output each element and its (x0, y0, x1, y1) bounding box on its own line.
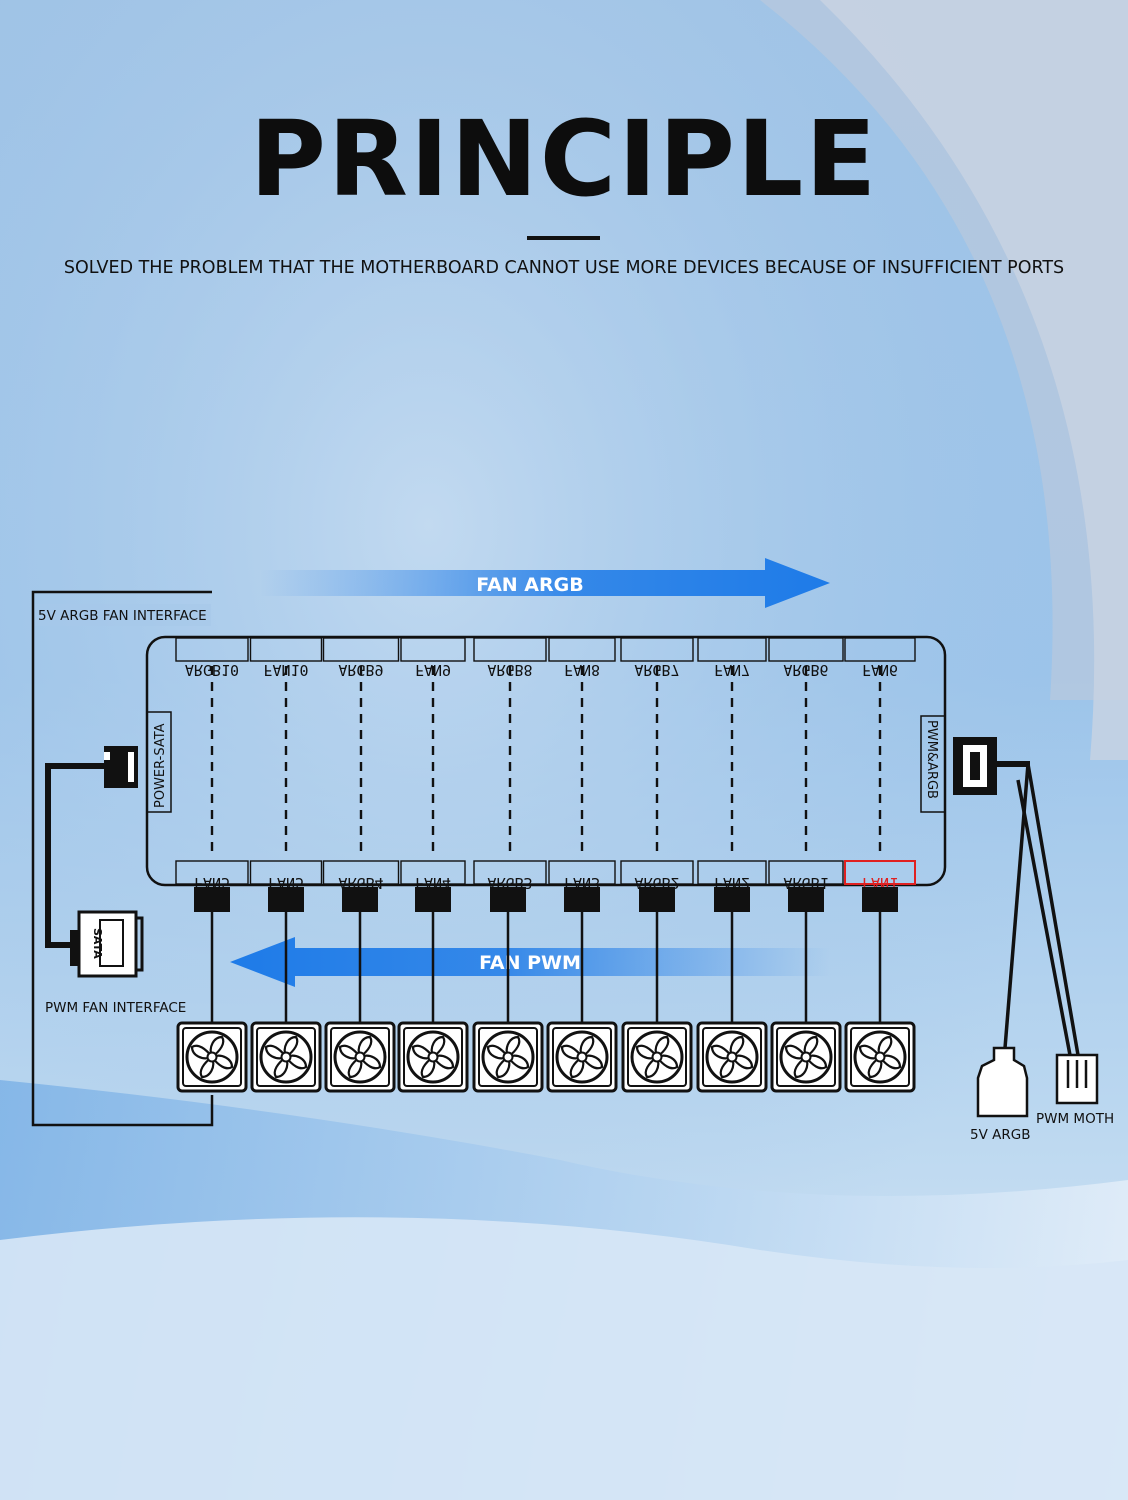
fan-icon (324, 1021, 396, 1093)
title-divider (527, 236, 600, 240)
fan-icon (770, 1021, 842, 1093)
pwm-plug-icon (1055, 1053, 1099, 1105)
fan-pwm-label: FAN PWM (479, 952, 581, 974)
argb-fan-interface-label: 5V ARGB FAN INTERFACE (38, 608, 207, 624)
fan-icon (844, 1021, 916, 1093)
fan-icon (546, 1021, 618, 1093)
fan-connector (788, 887, 824, 912)
fan-unit (546, 887, 618, 1093)
fan-connector (862, 887, 898, 912)
motherboard-cable (953, 737, 1080, 1056)
fan-unit (696, 887, 768, 1093)
fan-unit (324, 887, 396, 1093)
fan-icon (176, 1021, 248, 1093)
fan-connector (268, 887, 304, 912)
fan-argb-arrow: FAN ARGB (260, 558, 830, 608)
pwm-argb-label: PWM&ARGB (924, 720, 939, 799)
fan-icon (397, 1021, 469, 1093)
pwm-argb-box (920, 715, 946, 813)
fan-icon (621, 1021, 693, 1093)
fan-pwm-arrow: FAN PWM (230, 937, 830, 987)
fan-row (176, 887, 916, 1093)
fan-unit (176, 887, 248, 1093)
argb-plug-icon (976, 1046, 1029, 1118)
fan-argb-label: FAN ARGB (476, 574, 583, 596)
fan-connector (342, 887, 378, 912)
page-title: PRINCIPLE (249, 98, 879, 220)
fan-unit (472, 887, 544, 1093)
fan-connector (639, 887, 675, 912)
fan-unit (621, 887, 693, 1093)
page-subtitle: SOLVED THE PROBLEM THAT THE MOTHERBOARD … (63, 258, 1065, 278)
fan-unit (250, 887, 322, 1093)
fan-connector (714, 887, 750, 912)
fan-icon (472, 1021, 544, 1093)
sata-text: SATA (91, 928, 104, 959)
fan-icon (250, 1021, 322, 1093)
fan-icon (696, 1021, 768, 1093)
power-sata-label: POWER-SATA (153, 723, 168, 808)
power-sata-box (146, 711, 172, 813)
fan-connector (564, 887, 600, 912)
sata-cable (45, 746, 138, 948)
pwm-fan-interface-label: PWM FAN INTERFACE (45, 1000, 186, 1016)
fan-connector (415, 887, 451, 912)
fan-unit (844, 887, 916, 1093)
fan-unit (770, 887, 842, 1093)
fan-connector (194, 887, 230, 912)
internal-connections (210, 666, 882, 857)
fan-unit (397, 887, 469, 1093)
fan-connector (490, 887, 526, 912)
five-v-argb-label: 5V ARGB (970, 1127, 1030, 1143)
pwm-moth-label: PWM MOTH (1036, 1111, 1114, 1127)
argb-interface-loop (31, 590, 214, 1127)
sata-connector-icon: SATA (70, 910, 144, 978)
